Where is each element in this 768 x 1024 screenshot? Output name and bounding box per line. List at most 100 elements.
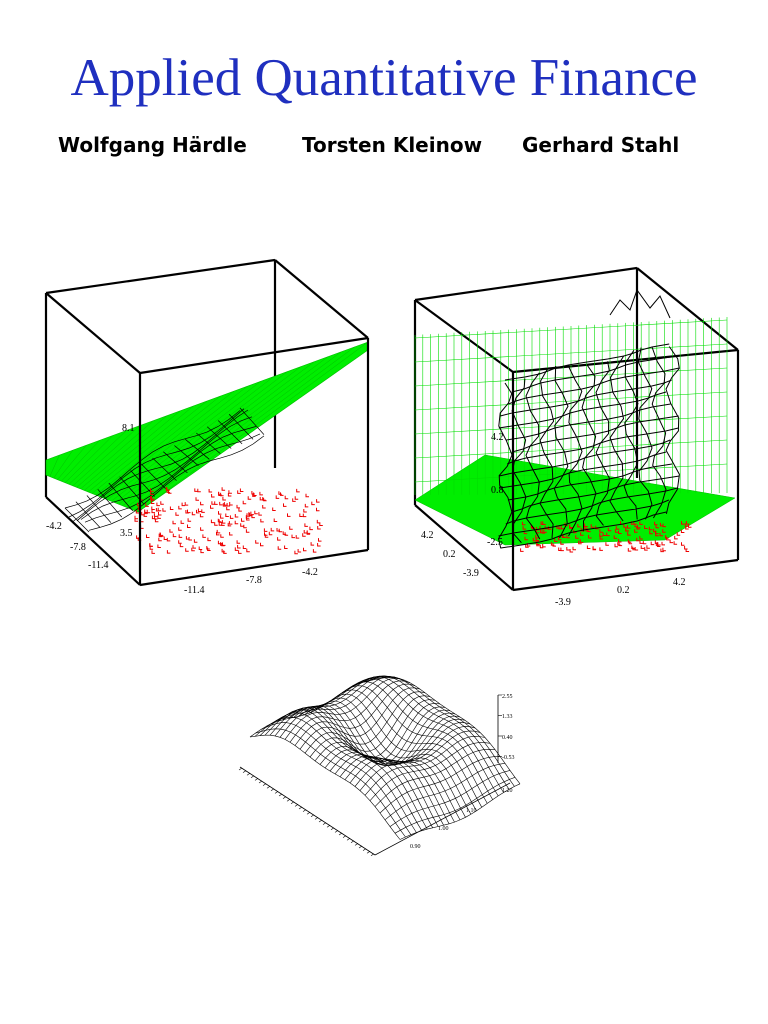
- data-point-marker: [163, 536, 168, 540]
- data-point-marker: [627, 525, 631, 529]
- data-point-marker: [637, 524, 641, 529]
- data-point-marker: [606, 532, 610, 537]
- y-tick-label: 1.10: [466, 808, 477, 814]
- data-point-marker: [316, 519, 321, 524]
- data-point-marker: [554, 538, 558, 542]
- data-point-marker: [291, 534, 295, 539]
- data-point-marker: [211, 501, 215, 505]
- data-point-marker: [615, 526, 620, 530]
- data-point-marker: [172, 520, 176, 525]
- data-point-marker: [660, 548, 664, 553]
- data-point-marker: [282, 531, 287, 535]
- data-point-marker: [187, 518, 192, 522]
- data-point-marker: [162, 508, 166, 512]
- data-point-marker: [618, 539, 622, 543]
- plot-right-canvas: 4.2 0.8 -2.5 4.2 0.2 -3.9 -3.9 0.2 4.2: [413, 266, 740, 608]
- data-point-marker: [243, 524, 247, 529]
- data-point-marker: [306, 530, 311, 534]
- plot-left-3d: 8.1 3.5 -4.2 -7.8 -11.4 -11.4 -7.8 -4.2: [30, 250, 385, 610]
- data-point-marker: [151, 509, 155, 514]
- data-point-marker: [258, 512, 262, 516]
- data-point-marker: [297, 549, 302, 553]
- data-point-marker: [260, 518, 264, 523]
- data-point-marker: [277, 546, 282, 550]
- data-point-marker: [135, 510, 140, 514]
- plot-left-canvas: 8.1 3.5 -4.2 -7.8 -11.4 -11.4 -7.8 -4.2: [44, 258, 370, 596]
- data-point-marker: [270, 527, 275, 532]
- data-point-marker: [220, 515, 224, 519]
- data-point-marker: [614, 529, 619, 533]
- data-point-marker: [558, 536, 562, 541]
- data-point-marker: [166, 487, 170, 491]
- y-tick-label: -3.9: [463, 568, 479, 579]
- data-point-marker: [590, 524, 595, 528]
- data-point-marker: [169, 529, 173, 533]
- data-point-marker: [200, 501, 204, 506]
- data-point-marker: [159, 532, 164, 536]
- data-point-marker: [214, 522, 218, 526]
- data-point-marker: [272, 507, 276, 511]
- data-point-marker: [520, 548, 524, 552]
- data-point-marker: [688, 524, 692, 528]
- data-point-marker: [150, 496, 154, 500]
- data-point-marker: [566, 547, 570, 551]
- data-point-marker: [278, 528, 283, 533]
- data-point-marker: [310, 542, 315, 546]
- x-tick-label: 4.2: [673, 577, 686, 588]
- data-point-marker: [168, 490, 172, 494]
- data-point-marker: [141, 511, 145, 516]
- data-point-marker: [223, 550, 227, 554]
- data-point-marker: [210, 505, 214, 509]
- data-point-marker: [260, 542, 264, 547]
- data-point-marker: [583, 525, 588, 529]
- data-point-marker: [245, 529, 250, 533]
- z-tick-label: 4.2: [491, 432, 504, 443]
- data-point-marker: [218, 522, 223, 526]
- data-point-marker: [222, 542, 226, 546]
- data-point-marker: [295, 535, 300, 539]
- data-point-marker: [625, 528, 629, 532]
- data-point-marker: [194, 488, 198, 492]
- data-point-marker: [646, 545, 650, 549]
- data-point-marker: [268, 531, 273, 536]
- data-point-marker: [157, 507, 162, 512]
- data-point-marker: [191, 547, 195, 552]
- data-point-marker: [639, 536, 643, 540]
- data-point-marker: [649, 530, 653, 535]
- data-point-marker: [237, 490, 241, 494]
- data-point-marker: [309, 526, 313, 531]
- data-point-marker: [578, 540, 582, 545]
- data-point-marker: [242, 500, 247, 505]
- data-point-marker: [216, 531, 220, 536]
- data-point-marker: [199, 513, 204, 518]
- data-point-marker: [216, 529, 221, 534]
- data-point-marker: [200, 549, 204, 554]
- data-point-marker: [628, 540, 633, 545]
- data-point-marker: [665, 535, 669, 539]
- data-point-marker: [636, 537, 640, 542]
- data-point-marker: [151, 550, 155, 554]
- plot-bottom-canvas: 2.55 1.33 0.40 -0.53 1.20 1.10 1.00 0.90: [238, 675, 521, 857]
- data-point-marker: [654, 540, 659, 544]
- data-point-marker: [276, 528, 280, 532]
- data-point-marker: [579, 539, 584, 543]
- book-title: Applied Quantitative Finance: [70, 49, 698, 107]
- data-point-marker: [599, 547, 603, 551]
- data-point-marker: [289, 526, 293, 530]
- data-point-marker: [151, 506, 155, 510]
- y-tick-label: -11.4: [88, 560, 108, 571]
- data-point-marker: [623, 524, 627, 528]
- data-point-marker: [158, 537, 162, 542]
- data-point-marker: [251, 491, 255, 495]
- y-tick-label: 0.90: [410, 844, 421, 850]
- data-point-marker: [263, 528, 268, 532]
- data-point-marker: [218, 492, 222, 496]
- data-point-marker: [250, 511, 254, 516]
- data-point-marker: [316, 499, 320, 503]
- data-point-marker: [644, 547, 648, 551]
- data-point-marker: [217, 518, 222, 523]
- data-point-marker: [304, 503, 309, 508]
- data-point-marker: [316, 507, 320, 512]
- data-point-marker: [227, 493, 232, 497]
- data-point-marker: [659, 532, 663, 537]
